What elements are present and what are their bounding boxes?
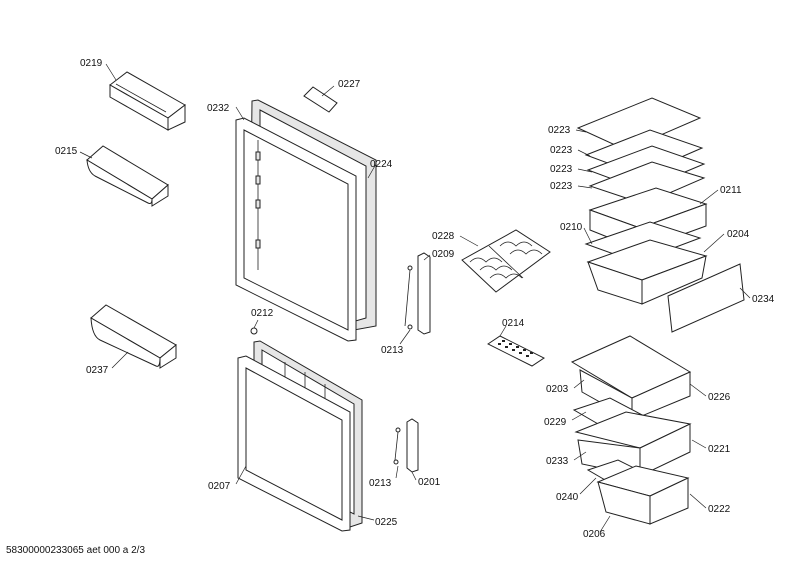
- part-0213-screws-upper: [404, 265, 413, 330]
- label-0223-b: 0223: [550, 145, 573, 156]
- part-0201-hinge-strip: [406, 418, 419, 473]
- label-0207: 0207: [208, 481, 231, 492]
- label-0212: 0212: [251, 308, 274, 319]
- part-0223-glass-shelves: [576, 97, 706, 205]
- label-0223-c: 0223: [550, 164, 573, 175]
- part-0214-ice-tray: [487, 335, 545, 367]
- label-0234: 0234: [752, 294, 775, 305]
- part-0213-screws-lower: [393, 427, 401, 465]
- label-0210: 0210: [560, 222, 583, 233]
- label-0203: 0203: [546, 384, 569, 395]
- label-0237: 0237: [86, 365, 109, 376]
- label-0219: 0219: [80, 58, 103, 69]
- part-0232-upper-door-gasket: [235, 117, 357, 342]
- part-0219-door-bin-small: [109, 71, 186, 131]
- label-0214: 0214: [502, 318, 525, 329]
- leader-lines: [79, 63, 751, 533]
- label-0225: 0225: [375, 517, 398, 528]
- part-0215-door-bin: [86, 145, 169, 207]
- label-0221: 0221: [708, 444, 731, 455]
- label-0223-a: 0223: [548, 125, 571, 136]
- part-0209-hinge-strip: [417, 252, 431, 335]
- label-0213-upper: 0213: [381, 345, 404, 356]
- part-0212-screw: [250, 327, 258, 335]
- label-0226: 0226: [708, 392, 731, 403]
- label-0206: 0206: [583, 529, 606, 540]
- part-0221-freezer-drawer-middle: [574, 411, 692, 477]
- label-0213-lower: 0213: [369, 478, 392, 489]
- part-labels: 0219 0215 0237 0232 0227 0224 0228 0209 …: [55, 58, 775, 540]
- label-0227: 0227: [338, 79, 361, 90]
- label-0215: 0215: [55, 146, 78, 157]
- label-0201: 0201: [418, 477, 441, 488]
- part-0222-freezer-drawer-bottom: [596, 465, 690, 525]
- diagram-footer-code: 58300000233065 aet 000 a 2/3: [6, 545, 145, 556]
- part-0237-door-bin-large: [90, 304, 177, 369]
- label-0228: 0228: [432, 231, 455, 242]
- part-0228-wine-rack: [461, 229, 551, 293]
- label-0222: 0222: [708, 504, 731, 515]
- part-0227-label-plate: [303, 86, 338, 113]
- part-0207-lower-door-gasket: [237, 355, 351, 532]
- label-0229: 0229: [544, 417, 567, 428]
- label-0204: 0204: [727, 229, 750, 240]
- label-0223-d: 0223: [550, 181, 573, 192]
- part-0204-crisper-drawer: [586, 239, 708, 305]
- label-0232: 0232: [207, 103, 230, 114]
- label-0211: 0211: [720, 185, 742, 196]
- label-0233: 0233: [546, 456, 569, 467]
- label-0209: 0209: [432, 249, 455, 260]
- part-0234-drawer-front: [667, 263, 745, 333]
- label-0224: 0224: [370, 159, 393, 170]
- label-0240: 0240: [556, 492, 579, 503]
